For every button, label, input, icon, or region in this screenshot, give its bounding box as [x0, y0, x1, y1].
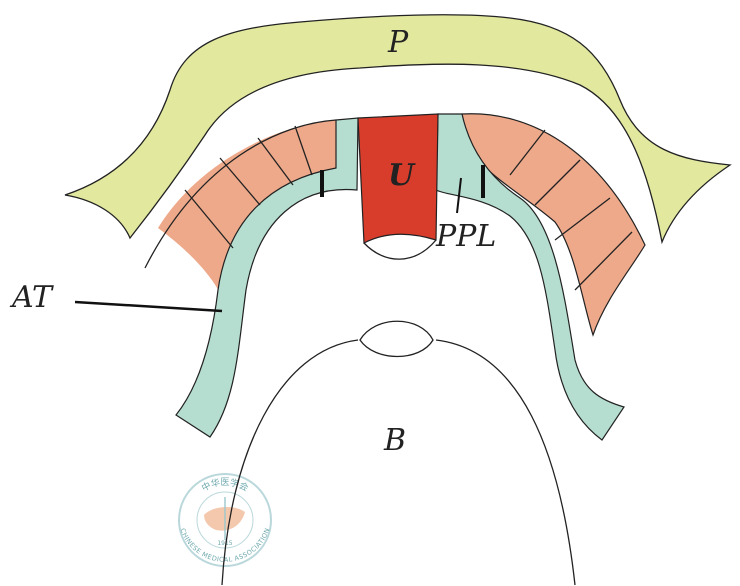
- lens-under-u: [363, 239, 437, 260]
- region-teal-left: [175, 117, 359, 438]
- label-u: U: [388, 158, 416, 193]
- region-salmon-left-outline: [144, 119, 337, 269]
- label-at: AT: [9, 280, 54, 315]
- region-p: [64, 14, 732, 245]
- region-salmon-left: [158, 120, 336, 297]
- region-salmon-right: [461, 113, 646, 337]
- lens-top-b: [359, 320, 434, 358]
- region-b-outline: [221, 339, 576, 586]
- label-p: P: [387, 25, 409, 60]
- salmon-divisions: [184, 125, 633, 291]
- watermark-chinese-text: 中华医学会: [199, 476, 250, 494]
- watermark-year: 1915: [217, 540, 232, 547]
- watermark-chinese: 中华医学会: [199, 476, 250, 494]
- label-ppl: PPL: [435, 219, 496, 254]
- label-b: B: [383, 423, 406, 458]
- at-pointer: [74, 300, 223, 313]
- ppl-pointer: [456, 177, 462, 214]
